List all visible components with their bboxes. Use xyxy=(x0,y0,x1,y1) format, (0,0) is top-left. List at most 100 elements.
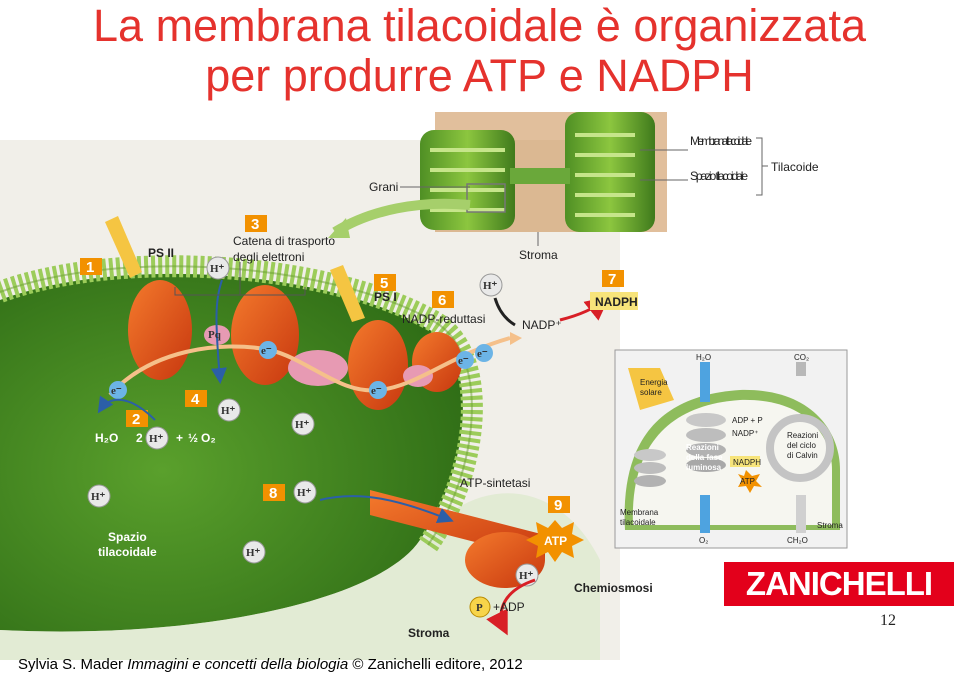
nadph-label: NADPH xyxy=(595,295,638,309)
atp-formation-arrow xyxy=(486,578,536,636)
step-badge-2: 2 xyxy=(126,410,148,428)
svg-text:8: 8 xyxy=(269,485,277,502)
ps1-label: PS I xyxy=(374,290,397,304)
water-eq-plus: + xyxy=(176,431,183,445)
plastocyanin xyxy=(288,350,348,386)
tilacoide-label: Tilacoide xyxy=(771,160,819,174)
svg-text:2: 2 xyxy=(132,411,140,428)
inset-reazioni-line3: luminosa xyxy=(686,463,722,472)
step-badge-4: 4 xyxy=(185,390,207,408)
step-badge-8: 8 xyxy=(263,484,285,502)
inset-adp-p: ADP + P xyxy=(732,416,763,425)
step-badge-9: 9 xyxy=(548,496,570,514)
inset-reazioni-line1: Reazioni xyxy=(686,443,719,452)
water-eq-2: 2 xyxy=(136,431,143,445)
inset-calvin-line3: di Calvin xyxy=(787,451,818,460)
spazio-tilacoidale-label: Spazio tilacoidale xyxy=(690,169,748,183)
svg-text:4: 4 xyxy=(191,391,200,408)
svg-text:H⁺: H⁺ xyxy=(519,570,534,582)
svg-text:9: 9 xyxy=(554,497,562,514)
stroma-bottom-label: Stroma xyxy=(408,626,450,640)
stroma-top-label: Stroma xyxy=(519,248,558,262)
chemiosmosi-label: Chemiosmosi xyxy=(574,581,653,595)
svg-text:H⁺: H⁺ xyxy=(210,263,225,275)
svg-text:H⁺: H⁺ xyxy=(246,547,261,559)
svg-text:e⁻: e⁻ xyxy=(371,385,382,397)
inset-h2o: H₂O xyxy=(696,353,711,362)
footer-citation: Sylvia S. Mader Immagini e concetti dell… xyxy=(18,656,523,673)
electron-4: e⁻ xyxy=(456,351,474,369)
phosphate-icon xyxy=(469,596,491,618)
thylakoid-space xyxy=(0,273,463,632)
atp-label: ATP xyxy=(544,534,567,548)
svg-text:H⁺: H⁺ xyxy=(483,280,498,292)
electron-path-head xyxy=(510,332,522,345)
inset-nadph-box xyxy=(730,456,760,467)
inset-reazioni-line2: della fase xyxy=(686,453,723,462)
nadp-reduttasi-label: NADP-reduttasi xyxy=(402,312,485,326)
inset-nadph: NADPH xyxy=(733,458,761,467)
svg-text:H⁺: H⁺ xyxy=(295,419,310,431)
h-ion-6: H⁺ xyxy=(293,480,317,504)
cytochrome-complex xyxy=(231,285,299,385)
spazio-label-line2: tilacoidale xyxy=(98,545,157,559)
plus-adp-label: +ADP xyxy=(493,600,525,614)
h2o-label: H₂O xyxy=(95,431,118,445)
svg-text:e⁻: e⁻ xyxy=(261,345,272,357)
svg-text:H⁺: H⁺ xyxy=(221,405,236,417)
step-badge-3: 3 xyxy=(245,215,267,233)
grani-label: Grani xyxy=(369,180,398,194)
ps2-label: PS II xyxy=(148,246,174,260)
step-badge-6: 6 xyxy=(432,291,454,309)
step-badge-7: 7 xyxy=(602,270,624,288)
zanichelli-logo: ZANICHELLI xyxy=(724,562,954,606)
inset-atp: ATP xyxy=(740,477,755,486)
inset-atp-star xyxy=(738,470,762,493)
electron-5: e⁻ xyxy=(475,344,493,362)
membrane-edge xyxy=(0,265,473,546)
slide-title-line-1: La membrana tilacoidale è organizzata xyxy=(93,0,866,51)
inset-membrana-line2: tilacoidale xyxy=(620,518,656,527)
phosphate-label: P xyxy=(476,602,483,614)
catena-label-line2: degli elettroni xyxy=(233,250,304,264)
proton-gradient-arrow xyxy=(319,495,454,523)
proton-flow-arrow-1 xyxy=(211,279,227,384)
inset-energia-line2: solare xyxy=(640,388,662,397)
nadph-box xyxy=(590,292,638,310)
svg-text:e⁻: e⁻ xyxy=(458,355,469,367)
slide-title-line-2: per produrre ATP e NADPH xyxy=(205,50,754,101)
nadp-arrow xyxy=(493,297,516,327)
light-arrow-ps2 xyxy=(105,216,142,278)
catena-label-line1: Catena di trasporto xyxy=(233,234,335,248)
h-ion-5: H⁺ xyxy=(87,484,111,508)
svg-text:H⁺: H⁺ xyxy=(297,487,312,499)
h-ion-2: H⁺ xyxy=(217,398,241,422)
catena-bracket xyxy=(174,262,306,296)
svg-text:5: 5 xyxy=(380,275,388,292)
footer-publisher: © Zanichelli editore, 2012 xyxy=(348,656,523,673)
zoom-arrow-head xyxy=(328,218,350,238)
inset-nadp: NADP⁺ xyxy=(732,429,758,438)
electron-path xyxy=(108,336,511,397)
electron-3: e⁻ xyxy=(369,381,387,399)
step-badge-5: 5 xyxy=(374,274,396,292)
svg-text:H⁺: H⁺ xyxy=(149,433,164,445)
inset-calvin-line1: Reazioni xyxy=(787,431,818,440)
svg-text:e⁻: e⁻ xyxy=(111,385,122,397)
spazio-label-line1: Spazio xyxy=(108,530,147,544)
atp-starburst xyxy=(526,520,584,562)
light-arrow-ps1 xyxy=(330,265,365,322)
h-ion-4: H⁺ xyxy=(291,412,315,436)
svg-text:7: 7 xyxy=(608,271,616,288)
svg-text:6: 6 xyxy=(438,292,446,309)
footer-author: Sylvia S. Mader xyxy=(18,656,128,673)
inset-o2: O₂ xyxy=(699,536,708,545)
pq-label: Pq xyxy=(208,329,222,341)
inset-energia-line1: Energia xyxy=(640,378,668,387)
svg-text:1: 1 xyxy=(86,259,94,276)
svg-text:3: 3 xyxy=(251,216,259,233)
inset-membrana-line1: Membrana xyxy=(620,508,659,517)
h-ion-1: H⁺ xyxy=(206,256,230,280)
svg-text:e⁻: e⁻ xyxy=(477,348,488,360)
